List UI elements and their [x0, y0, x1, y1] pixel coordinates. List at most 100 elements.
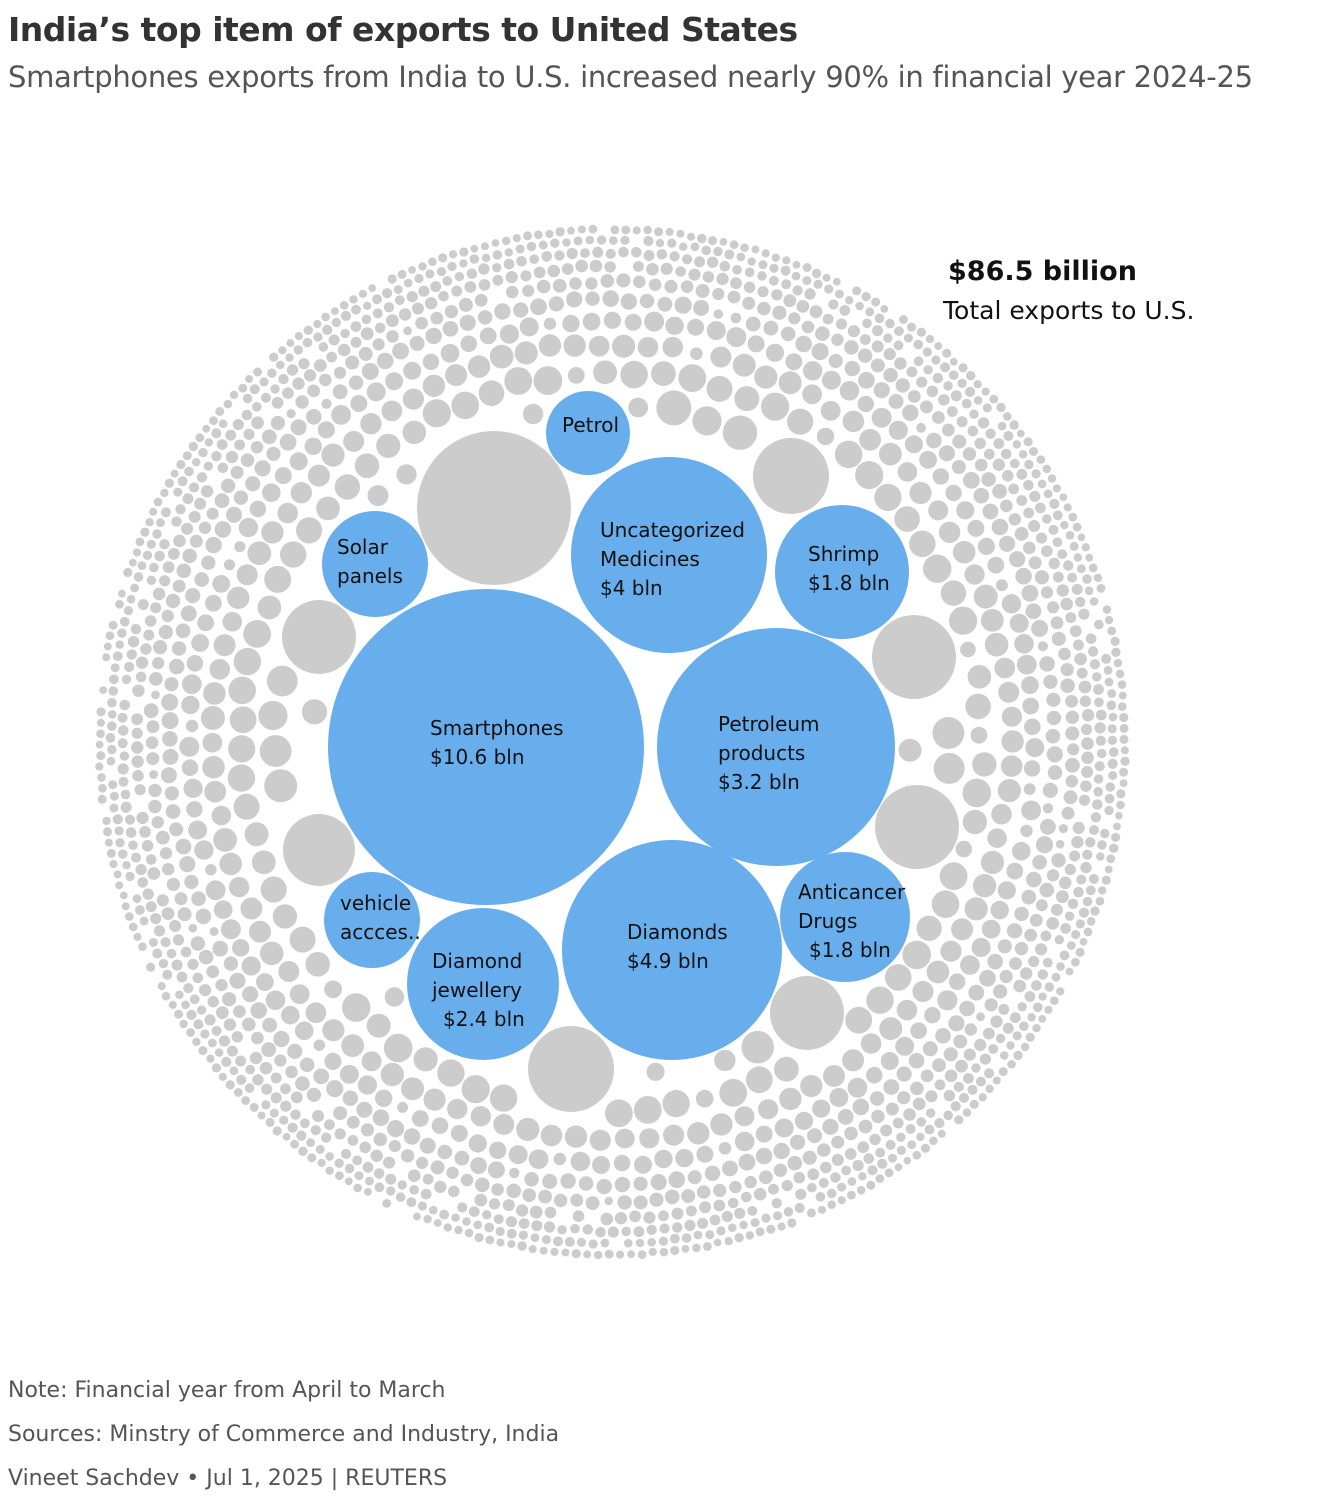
other-export-bubble [732, 353, 756, 377]
other-export-bubble [974, 1038, 987, 1051]
other-export-bubble [719, 238, 728, 246]
other-export-bubble [231, 1031, 243, 1043]
other-export-bubble [200, 706, 225, 730]
other-export-bubble [935, 1028, 951, 1044]
other-export-bubble [670, 1233, 680, 1244]
other-export-bubble [240, 453, 255, 468]
other-export-bubble [1084, 586, 1094, 596]
other-export-bubble [121, 902, 130, 911]
other-export-bubble [331, 405, 351, 425]
other-export-bubble [972, 752, 997, 777]
other-export-bubble [290, 482, 312, 504]
other-export-bubble [946, 406, 958, 417]
other-export-bubble [454, 1150, 470, 1166]
other-export-bubble [982, 403, 992, 413]
other-export-bubble [359, 1141, 372, 1154]
other-export-bubble [290, 1139, 299, 1149]
other-export-bubble [643, 250, 655, 261]
other-export-bubble [872, 325, 884, 337]
other-export-bubble [888, 394, 904, 409]
other-export-bubble [831, 1135, 845, 1149]
other-export-bubble [249, 500, 267, 518]
other-export-bubble [903, 1108, 916, 1121]
other-export-bubble [922, 347, 932, 357]
other-export-bubble [1020, 824, 1033, 838]
other-export-bubble [1024, 991, 1036, 1002]
other-export-bubble [223, 399, 233, 409]
other-export-bubble [787, 1218, 797, 1228]
other-export-bubble [926, 385, 939, 398]
other-export-bubble [523, 231, 532, 241]
other-export-bubble [270, 1092, 282, 1104]
other-export-bubble [541, 251, 552, 262]
other-export-bubble [815, 1192, 826, 1202]
other-export-bubble [964, 564, 985, 585]
other-export-bubble [991, 518, 1009, 536]
other-export-bubble [275, 360, 285, 370]
other-export-bubble [629, 1210, 641, 1223]
other-export-bubble [885, 1139, 896, 1150]
other-export-bubble [140, 643, 152, 655]
other-export-bubble [989, 394, 999, 404]
other-export-bubble [107, 697, 117, 708]
other-export-bubble [684, 1219, 696, 1231]
other-export-bubble [1115, 811, 1123, 820]
other-export-bubble [710, 1113, 733, 1136]
other-export-bubble [845, 1006, 873, 1034]
other-export-bubble [644, 311, 665, 332]
other-export-bubble [728, 1223, 737, 1232]
other-export-bubble [211, 1063, 221, 1073]
other-export-bubble [1089, 597, 1099, 606]
other-export-bubble [988, 1044, 999, 1054]
other-export-bubble [938, 445, 956, 462]
other-export-bubble [403, 326, 412, 336]
other-export-bubble [734, 1233, 744, 1243]
other-export-bubble [1000, 499, 1013, 513]
other-export-bubble [942, 348, 952, 358]
other-export-bubble [337, 343, 351, 357]
other-export-bubble [827, 1200, 836, 1209]
other-export-bubble [392, 342, 409, 360]
other-export-bubble [920, 400, 933, 414]
other-export-bubble [372, 308, 383, 319]
other-export-bubble [361, 1051, 382, 1072]
other-export-bubble [839, 305, 851, 316]
other-export-bubble [302, 337, 313, 348]
other-export-bubble [730, 312, 742, 324]
other-export-bubble [499, 324, 519, 344]
other-export-bubble [213, 634, 236, 657]
other-export-bubble [1001, 730, 1024, 753]
other-export-bubble [1090, 812, 1102, 823]
other-export-bubble [133, 572, 144, 582]
other-export-bubble [844, 1126, 858, 1141]
other-export-bubble [278, 961, 300, 982]
other-export-bubble [1060, 520, 1069, 530]
other-export-bubble [955, 840, 973, 858]
other-export-bubble [794, 1202, 805, 1214]
other-export-bubble [982, 503, 999, 520]
other-export-bubble [734, 386, 760, 412]
other-export-bubble [480, 242, 489, 251]
other-export-bubble [269, 352, 279, 362]
other-export-bubble [870, 358, 885, 373]
other-export-bubble [757, 301, 771, 316]
other-export-bubble [295, 1076, 310, 1091]
other-export-bubble [361, 314, 372, 325]
other-export-bubble [445, 364, 468, 387]
other-export-bubble [771, 253, 780, 262]
other-export-bubble [184, 874, 199, 890]
other-export-bubble [326, 351, 338, 363]
other-export-bubble [1108, 747, 1119, 757]
other-export-bubble [430, 1160, 445, 1175]
other-export-bubble [648, 1247, 657, 1256]
other-export-bubble [294, 1021, 314, 1041]
other-export-bubble [406, 291, 418, 303]
other-export-bubble [294, 332, 303, 341]
other-export-bubble [103, 642, 112, 651]
other-export-bubble [933, 752, 965, 784]
other-export-bubble [662, 336, 683, 358]
other-export-bubble [516, 255, 527, 267]
other-export-bubble [582, 312, 601, 331]
other-export-bubble [192, 972, 204, 984]
other-export-bubble [162, 561, 175, 574]
